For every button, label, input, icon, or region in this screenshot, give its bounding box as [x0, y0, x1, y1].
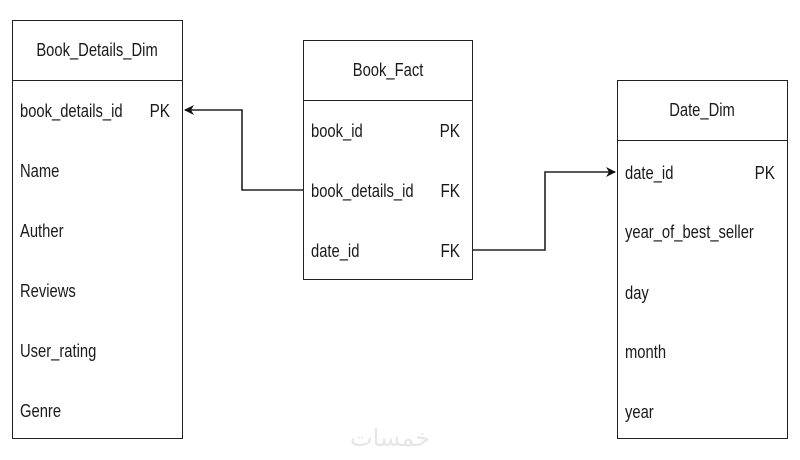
field-row: day [618, 278, 787, 308]
field-row: Reviews [13, 276, 182, 306]
entity-book-details-dim[interactable]: Book_Details_Dim book_details_id PK Name… [12, 20, 183, 439]
field-row: User_rating [13, 336, 182, 366]
field-name: book_details_id [20, 100, 123, 121]
key-badge: PK [439, 120, 460, 141]
field-name: month [625, 341, 667, 362]
field-name: book_id [311, 120, 363, 141]
field-name: User_rating [20, 340, 97, 361]
field-row: month [618, 337, 787, 367]
field-name: Reviews [20, 280, 76, 301]
key-badge: PK [149, 100, 170, 121]
field-name: date_id [311, 240, 360, 261]
field-row: date_id FK [304, 236, 472, 266]
relationship-fact-to-book-details [184, 105, 303, 191]
entity-date-dim[interactable]: Date_Dim date_id PK year_of_best_seller … [617, 80, 788, 439]
field-name: year [625, 401, 654, 422]
field-row: book_details_id PK [13, 96, 182, 126]
watermark: خمسات [350, 424, 431, 452]
field-name: day [625, 282, 649, 303]
field-name: Name [20, 160, 60, 181]
field-name: date_id [625, 162, 674, 183]
field-row: Auther [13, 216, 182, 246]
field-row: year_of_best_seller [618, 217, 787, 247]
key-badge: PK [754, 162, 775, 183]
field-name: book_details_id [311, 180, 414, 201]
relationship-fact-to-date [473, 167, 616, 251]
entity-title: Book_Fact [304, 41, 472, 101]
entity-title: Book_Details_Dim [13, 21, 182, 81]
field-row: date_id PK [618, 158, 787, 188]
field-row: book_id PK [304, 116, 472, 146]
field-name: Genre [20, 400, 62, 421]
field-row: Name [13, 156, 182, 186]
entity-title: Date_Dim [618, 81, 787, 141]
field-row: book_details_id FK [304, 176, 472, 206]
key-badge: FK [440, 240, 460, 261]
field-row: Genre [13, 396, 182, 426]
entity-book-fact[interactable]: Book_Fact book_id PK book_details_id FK … [303, 40, 473, 280]
field-row: year [618, 397, 787, 427]
field-name: year_of_best_seller [625, 221, 754, 242]
field-name: Auther [20, 220, 64, 241]
key-badge: FK [440, 180, 460, 201]
